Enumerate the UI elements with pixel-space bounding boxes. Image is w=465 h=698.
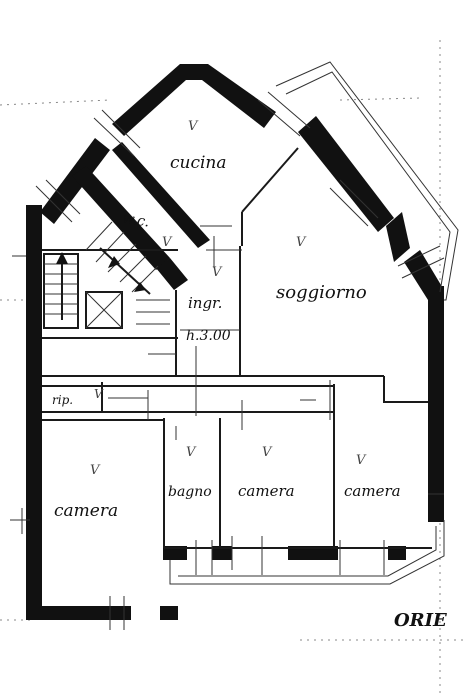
window-marks: [35, 91, 445, 630]
room-labels: cucina w.c. ingr. h.3.00 soggiorno rip. …: [52, 153, 401, 521]
label-altezza: h.3.00: [186, 328, 231, 344]
background-guides: [0, 40, 465, 698]
label-bagno: bagno: [168, 484, 212, 500]
bottom-balcony: [169, 520, 445, 585]
v-mark: V: [296, 235, 307, 250]
v-mark: V: [356, 453, 367, 468]
label-wc: w.c.: [121, 210, 150, 230]
label-ingresso: ingr.: [188, 294, 222, 312]
label-cucina: cucina: [170, 153, 227, 173]
v-mark: V: [186, 445, 197, 460]
v-mark: V: [162, 235, 173, 250]
v-mark: V: [90, 463, 101, 478]
v-marks: V V V V V V V V V: [90, 119, 367, 478]
partitions: [42, 142, 432, 549]
label-camera-3: camera: [344, 482, 401, 500]
orientation-label: ORIE: [394, 610, 447, 631]
label-camera-2: camera: [238, 482, 295, 500]
balcony-outline: [275, 61, 459, 301]
label-rip: rip.: [52, 393, 73, 407]
door-marks: [10, 225, 444, 534]
v-mark: V: [188, 119, 199, 134]
outer-walls: [26, 64, 444, 620]
v-mark: V: [212, 265, 223, 280]
label-soggiorno: soggiorno: [276, 282, 367, 303]
stairs: [43, 221, 170, 329]
v-mark: V: [94, 387, 104, 401]
v-mark: V: [262, 445, 273, 460]
label-camera-1: camera: [54, 501, 118, 521]
